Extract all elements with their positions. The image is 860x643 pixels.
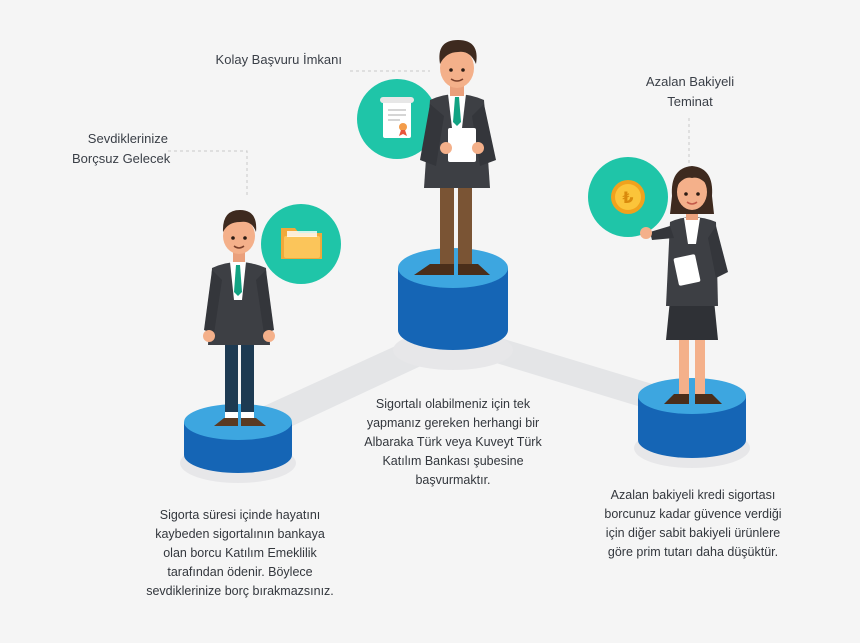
label-left-line-1: Sevdiklerinize — [87, 131, 168, 146]
description-center-line: Albaraka Türk veya Kuveyt Türk — [364, 435, 542, 449]
svg-text:₺: ₺ — [622, 188, 633, 207]
businessman-left — [203, 210, 275, 426]
label-right-line-1: Azalan Bakiyeli — [645, 74, 735, 89]
label-center: Kolay Başvuru İmkanı — [215, 52, 342, 67]
description-center-line: başvurmaktır. — [415, 473, 491, 487]
description-center-line: Katılım Bankası şubesine — [382, 454, 524, 468]
description-left-line: kaybeden sigortalının bankaya — [155, 527, 325, 541]
description-center: Sigortalı olabilmeniz için tek yapmanız … — [343, 395, 563, 490]
description-right-line: Azalan bakiyeli kredi sigortası — [610, 488, 776, 502]
description-center-line: Sigortalı olabilmeniz için tek — [375, 397, 531, 411]
description-right-line: için diğer sabit bakiyeli ürünlere — [605, 526, 781, 540]
certificate-document-icon — [357, 79, 437, 159]
label-right-line-2: Teminat — [667, 94, 713, 109]
pedestal-left — [180, 404, 296, 483]
businessman-center — [414, 40, 496, 275]
description-left-line: sevdiklerinize borç bırakmazsınız. — [146, 584, 334, 598]
description-right: Azalan bakiyeli kredi sigortası borcunuz… — [580, 486, 806, 562]
leader-lines — [168, 70, 690, 196]
description-left-line: tarafından ödenir. Böylece — [167, 565, 313, 579]
label-left: Sevdiklerinize Borçsuz Gelecek — [72, 129, 171, 169]
description-right-line: göre prim tutarı daha düşüktür. — [607, 545, 779, 559]
description-left-line: olan borcu Katılım Emeklilik — [163, 546, 317, 560]
description-left: Sigorta süresi içinde hayatını kaybeden … — [125, 506, 355, 601]
pedestal-right — [634, 378, 750, 468]
description-center-line: yapmanız gereken herhangi bir — [366, 416, 540, 430]
description-right-line: borcunuz kadar güvence verdiği — [604, 507, 782, 521]
businesswoman-right — [640, 166, 728, 404]
lira-coin-icon: ₺ — [588, 157, 668, 237]
description-left-line: Sigorta süresi içinde hayatını — [159, 508, 321, 522]
label-left-line-2: Borçsuz Gelecek — [72, 151, 171, 166]
label-right: Azalan Bakiyeli Teminat — [630, 72, 750, 112]
folder-icon — [261, 204, 341, 284]
